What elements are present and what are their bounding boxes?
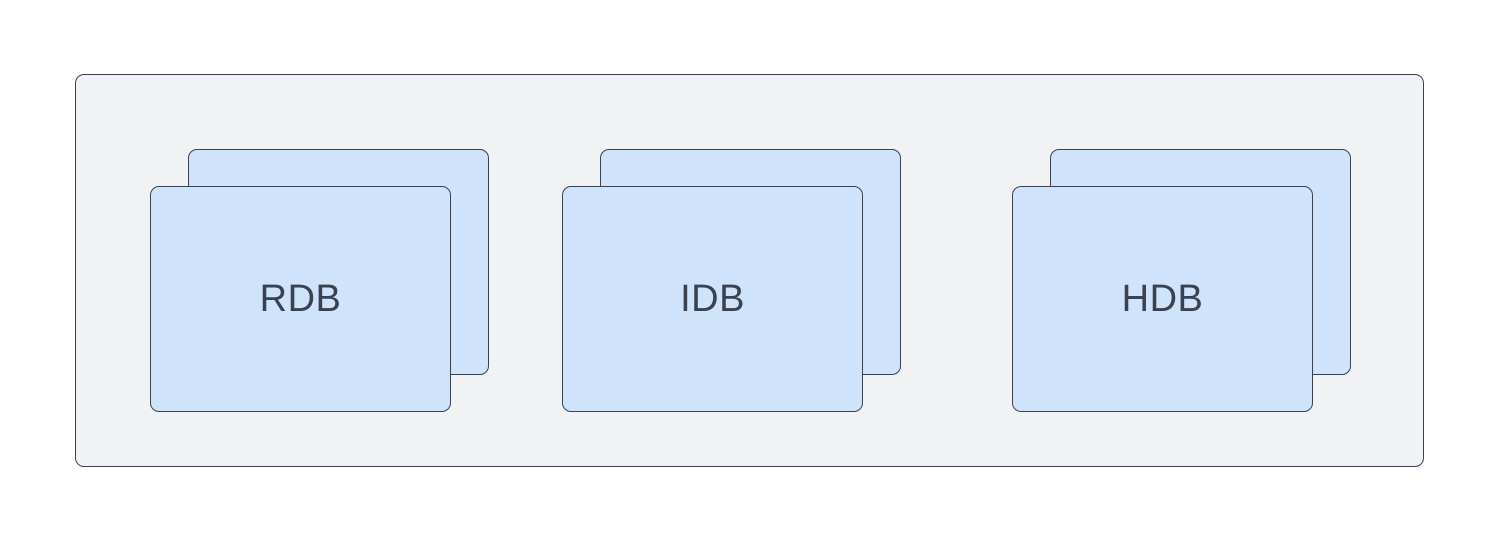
node-rdb-label: RDB — [259, 277, 342, 320]
node-hdb-label: HDB — [1121, 277, 1204, 320]
node-stack-idb: IDB — [562, 149, 901, 412]
node-idb-label: IDB — [680, 277, 745, 320]
node-stack-hdb: HDB — [1012, 149, 1351, 412]
node-stack-rdb: RDB — [150, 149, 489, 412]
node-rdb: RDB — [150, 186, 451, 412]
node-hdb: HDB — [1012, 186, 1313, 412]
node-idb: IDB — [562, 186, 863, 412]
